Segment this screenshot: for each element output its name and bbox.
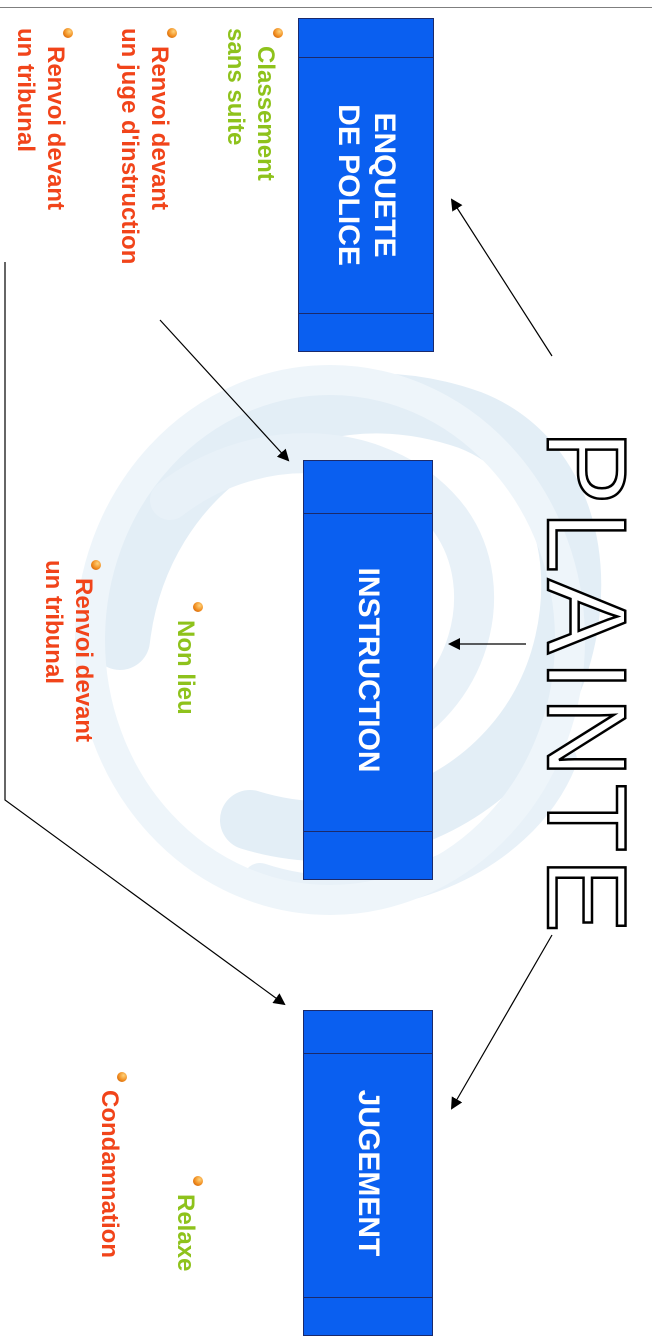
outcome-renvoi-tribunal-police: Renvoi devant un tribunal bbox=[10, 28, 74, 210]
box-enquete-police: ENQUETE DE POLICE bbox=[298, 18, 434, 352]
plainte-label: PLAINTE bbox=[524, 430, 649, 939]
outcome-condamnation: Condamnation bbox=[94, 1072, 128, 1258]
outcome-relaxe: Relaxe bbox=[170, 1176, 204, 1271]
arrow-police-to-instruction bbox=[159, 319, 290, 462]
outcome-renvoi-tribunal-instruction: Renvoi devant un tribunal bbox=[38, 560, 102, 742]
outcome-classement: Classement sans suite bbox=[220, 28, 284, 181]
top-rule bbox=[0, 7, 652, 8]
arrow-plainte-to-police bbox=[450, 198, 553, 357]
outcome-renvoi-juge: Renvoi devant un juge d'instruction bbox=[114, 28, 178, 264]
arrow-plainte-to-jugement bbox=[450, 934, 553, 1110]
arrow-police-to-jugement bbox=[4, 262, 286, 1006]
box-instruction: INSTRUCTION bbox=[303, 460, 433, 880]
outcome-non-lieu: Non lieu bbox=[170, 602, 204, 715]
